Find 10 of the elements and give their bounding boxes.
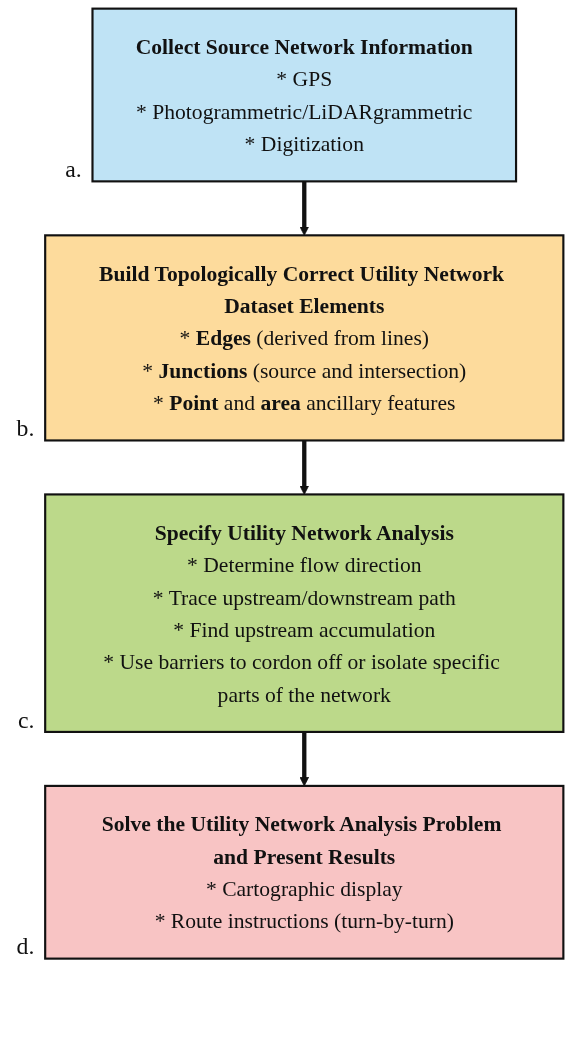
node-box: Specify Utility Network Analysis * Determine flow direction * Trace upstream/downstream path * Find upstream accumulation * Use barriers to cordon off or isolate specific parts of the network: [44, 493, 565, 733]
arrow: [299, 181, 309, 236]
step-letter: c.: [17, 706, 35, 733]
step-letter: a.: [65, 156, 82, 183]
node-box: Solve the Utility Network Analysis Problem and Present Results * Cartographic display * Route instructions (turn-by-turn): [44, 784, 565, 960]
node-box: Collect Source Network Information * GPS * Photogrammetric/LiDARgrammetric * Digitization: [91, 7, 518, 183]
step-letter: b.: [16, 415, 35, 442]
step-letter: d.: [16, 933, 35, 960]
arrow: [299, 440, 309, 495]
node-box: Build Topologically Correct Utility Network Dataset Elements *Edges (derived from lines) *Junctions (source and intersection) *Point and area ancillary features: [44, 234, 565, 442]
